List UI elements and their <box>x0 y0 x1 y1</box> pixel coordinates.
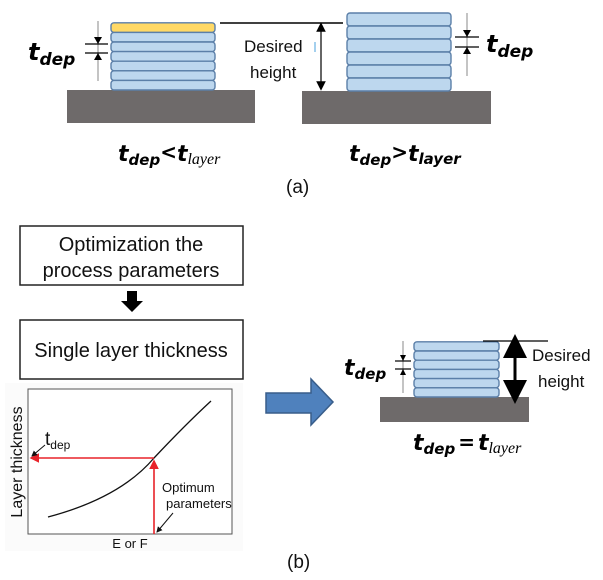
panel-a-right: tdep tdep>tlayer <box>302 12 533 169</box>
relation-label: tdep=tlayer <box>413 430 522 458</box>
deposited-layer <box>346 38 452 53</box>
layer-stack <box>346 12 452 92</box>
deposited-layer <box>110 41 216 53</box>
deposited-layer <box>110 79 216 91</box>
flow-box-optimization: Optimization the process parameters <box>19 225 244 286</box>
tdep-dimension-marker <box>395 341 411 393</box>
deposited-layer <box>346 51 452 66</box>
flow-box-single-layer-thickness: Single layer thickness <box>19 319 244 380</box>
plot-xlabel: E or F <box>112 536 147 551</box>
optimum-pointer <box>156 512 174 533</box>
flow-box-line2: process parameters <box>43 260 220 282</box>
tdep-label: tdep <box>28 38 75 70</box>
panel-a-left: tdep tdep<tlayer <box>28 21 255 169</box>
layer-stack <box>413 341 500 398</box>
deposited-layer <box>413 377 500 389</box>
thickness-plot: tdep Optimum parameters E or F Layer thi… <box>5 383 243 551</box>
deposited-layer <box>110 31 216 43</box>
tdep-label: tdep <box>344 356 386 383</box>
deposited-layer <box>413 341 500 352</box>
tdep-pointer <box>31 444 46 457</box>
desired-height-label-line1: Desired <box>532 346 591 365</box>
panel-b-caption: (b) <box>287 552 310 573</box>
substrate <box>380 397 529 422</box>
deposited-layer <box>413 350 500 361</box>
optimum-label-line2: parameters <box>166 496 232 511</box>
deposited-layer <box>413 368 500 380</box>
tdep-label: tdep <box>486 30 533 62</box>
flow-box-line1: Optimization the <box>59 234 204 256</box>
relation-label: tdep<tlayer <box>118 140 221 169</box>
plot-ylabel: Layer thickness <box>9 406 26 517</box>
substrate <box>302 91 491 124</box>
deposited-layer <box>346 25 452 40</box>
deposited-layer <box>413 359 500 371</box>
tdep-dimension-marker <box>455 13 479 76</box>
relation-label: tdep>tlayer <box>349 140 462 169</box>
optimum-label-line1: Optimum <box>162 480 215 495</box>
overshoot-layer <box>110 22 216 34</box>
plot-tdep-label: tdep <box>45 429 71 452</box>
flow-box-text: Single layer thickness <box>34 340 227 362</box>
layer-stack <box>110 22 216 91</box>
deposited-layer <box>346 12 452 27</box>
tdep-dimension-marker <box>85 21 108 81</box>
panel-b-result: tdep Desired height tdep=tlayer <box>344 334 591 458</box>
deposited-layer <box>346 64 452 79</box>
substrate <box>67 90 255 123</box>
deposited-layer <box>110 70 216 82</box>
deposited-layer <box>110 50 216 62</box>
desired-height-label-line2: height <box>250 63 297 82</box>
right-arrow-icon <box>265 377 335 427</box>
deposited-layer <box>413 387 500 398</box>
deposited-layer <box>110 60 216 72</box>
desired-height-label-line1: Desired <box>244 37 303 56</box>
desired-height-label-line2: height <box>538 372 585 391</box>
deposited-layer <box>346 77 452 92</box>
panel-a-caption: (a) <box>286 177 309 198</box>
down-arrow-icon <box>121 291 143 312</box>
desired-height-dimension: Desired height <box>220 22 343 91</box>
